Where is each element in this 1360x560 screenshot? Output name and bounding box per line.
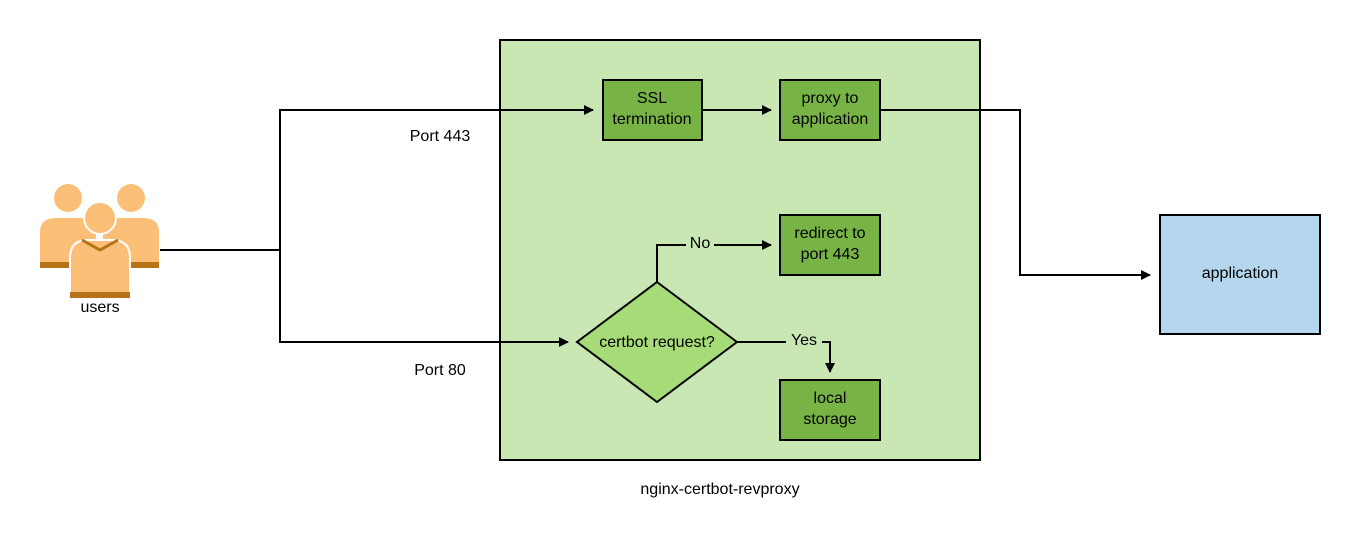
ssl-termination-line1: SSL <box>637 90 667 107</box>
local-storage-node: local storage <box>779 379 881 441</box>
ssl-termination-line2: termination <box>612 111 691 128</box>
connectors <box>160 105 1151 373</box>
port-443-label: Port 443 <box>410 128 471 145</box>
redirect-line1: redirect to <box>794 225 865 242</box>
proxy-line1: proxy to <box>802 90 859 107</box>
edge-port-443 <box>279 105 594 250</box>
yes-label: Yes <box>791 332 817 349</box>
no-edge-label: No <box>686 234 714 252</box>
certbot-decision-node: certbot request? <box>575 280 739 404</box>
edge-port-80 <box>279 250 569 347</box>
local-storage-line1: local <box>814 390 847 407</box>
edge-no <box>656 240 772 282</box>
proxy-node: proxy to application <box>779 79 881 141</box>
container-label: nginx-certbot-revproxy <box>640 481 799 498</box>
no-label: No <box>690 235 711 252</box>
proxy-line2: application <box>792 111 869 128</box>
application-node: application <box>1159 214 1321 335</box>
application-label: application <box>1202 265 1279 282</box>
ssl-termination-node: SSL termination <box>602 79 703 141</box>
users-label: users <box>80 299 119 316</box>
redirect-node: redirect to port 443 <box>779 214 881 276</box>
edge-proxy-to-application <box>880 109 1151 280</box>
redirect-line2: port 443 <box>801 246 860 263</box>
edge-yes <box>737 341 835 373</box>
users-group-icon <box>40 184 159 299</box>
port-80-label: Port 80 <box>414 362 466 379</box>
yes-edge-label: Yes <box>786 331 822 349</box>
decision-label: certbot request? <box>599 334 715 351</box>
local-storage-line2: storage <box>803 411 856 428</box>
nginx-container <box>499 39 981 461</box>
